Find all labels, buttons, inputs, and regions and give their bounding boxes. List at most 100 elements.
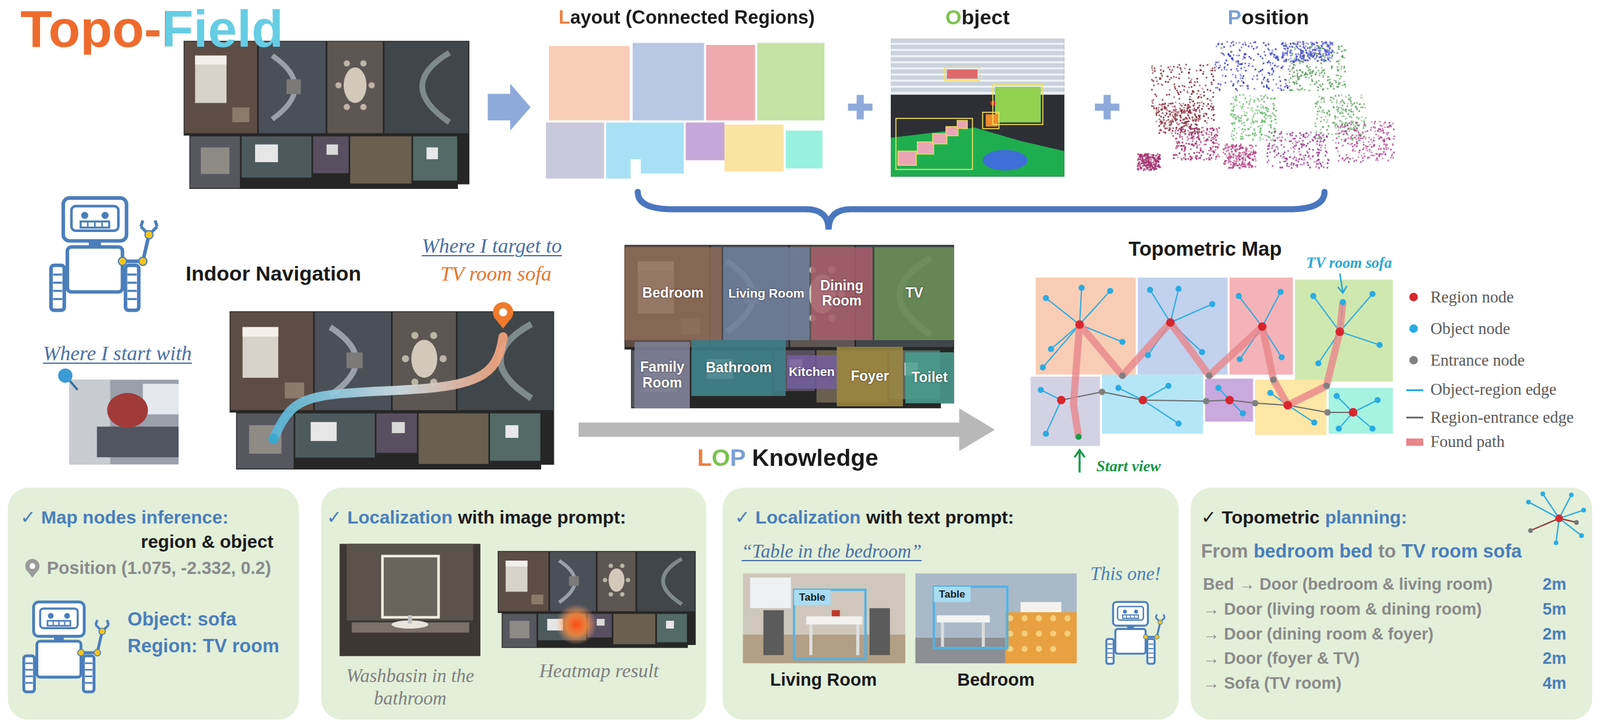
point [1182,118,1185,121]
point [1338,102,1341,105]
point [1309,131,1312,134]
point [1152,105,1155,108]
point [1333,51,1336,54]
point [1252,114,1255,116]
point [1239,137,1242,140]
point [1198,102,1201,104]
point [1289,156,1291,159]
point [1176,142,1179,145]
point [1195,142,1198,145]
point [1182,131,1185,133]
point [1211,127,1214,130]
point [1193,109,1195,112]
point [1267,88,1270,90]
point [1232,54,1235,56]
point [1183,109,1186,112]
point [1272,71,1275,74]
point [1314,73,1317,76]
point [1273,134,1276,137]
point [1240,67,1243,70]
point [1301,71,1304,74]
point [1198,118,1201,121]
point [1245,148,1248,150]
point [1225,154,1228,157]
point [1238,154,1240,157]
point [1320,97,1323,100]
point [1314,122,1317,125]
point [1253,134,1256,137]
point [1179,91,1182,93]
point [1289,85,1291,88]
point [1256,78,1259,81]
point [1185,117,1188,120]
point [1187,142,1190,145]
point [1293,137,1296,140]
point [1198,139,1201,141]
point [1183,106,1186,109]
point [1177,93,1180,96]
point [1331,65,1333,68]
point [1182,102,1185,105]
point [1198,111,1201,113]
point [1252,137,1254,140]
point [1268,142,1271,145]
point [1228,152,1231,155]
point [1223,68,1226,70]
point [1191,119,1194,122]
room [412,136,458,181]
point [1235,148,1238,150]
point [1279,80,1282,82]
point [1327,132,1330,135]
point [1249,144,1251,147]
point [1216,146,1219,149]
point [1292,142,1294,145]
point [1191,128,1194,130]
point [1208,130,1211,133]
point [1189,128,1192,130]
point [1194,123,1197,126]
room [184,41,258,134]
point [1281,136,1284,139]
point [1190,92,1193,95]
point [1324,154,1327,157]
point [1181,71,1183,73]
point [1320,47,1322,50]
point [1293,75,1296,78]
point [1191,137,1194,140]
point [1284,139,1287,141]
point [1245,111,1248,114]
point [1233,105,1236,108]
point [1179,110,1182,113]
point [1323,72,1326,75]
point [1304,73,1307,76]
point [1272,69,1275,72]
point [1178,97,1181,100]
point [1187,114,1190,117]
point [1243,111,1246,113]
point [1196,92,1199,95]
point [1174,88,1177,90]
point [1210,134,1213,137]
point [1215,146,1217,149]
chair-mask [898,151,917,166]
point [1266,155,1269,158]
point [1271,131,1274,134]
point [1279,161,1282,164]
point [1267,47,1270,50]
point [1155,112,1158,115]
point [1358,110,1361,113]
point [1323,101,1325,104]
point [1184,104,1187,107]
point [1215,45,1218,48]
point [1309,83,1312,86]
point [1240,164,1243,167]
point [1155,114,1158,116]
point [1242,75,1245,78]
point [1242,94,1245,96]
point [1358,103,1361,106]
point [1172,109,1175,112]
point [1218,143,1220,146]
point [1262,98,1265,101]
point [1198,109,1201,112]
point [1321,125,1324,128]
